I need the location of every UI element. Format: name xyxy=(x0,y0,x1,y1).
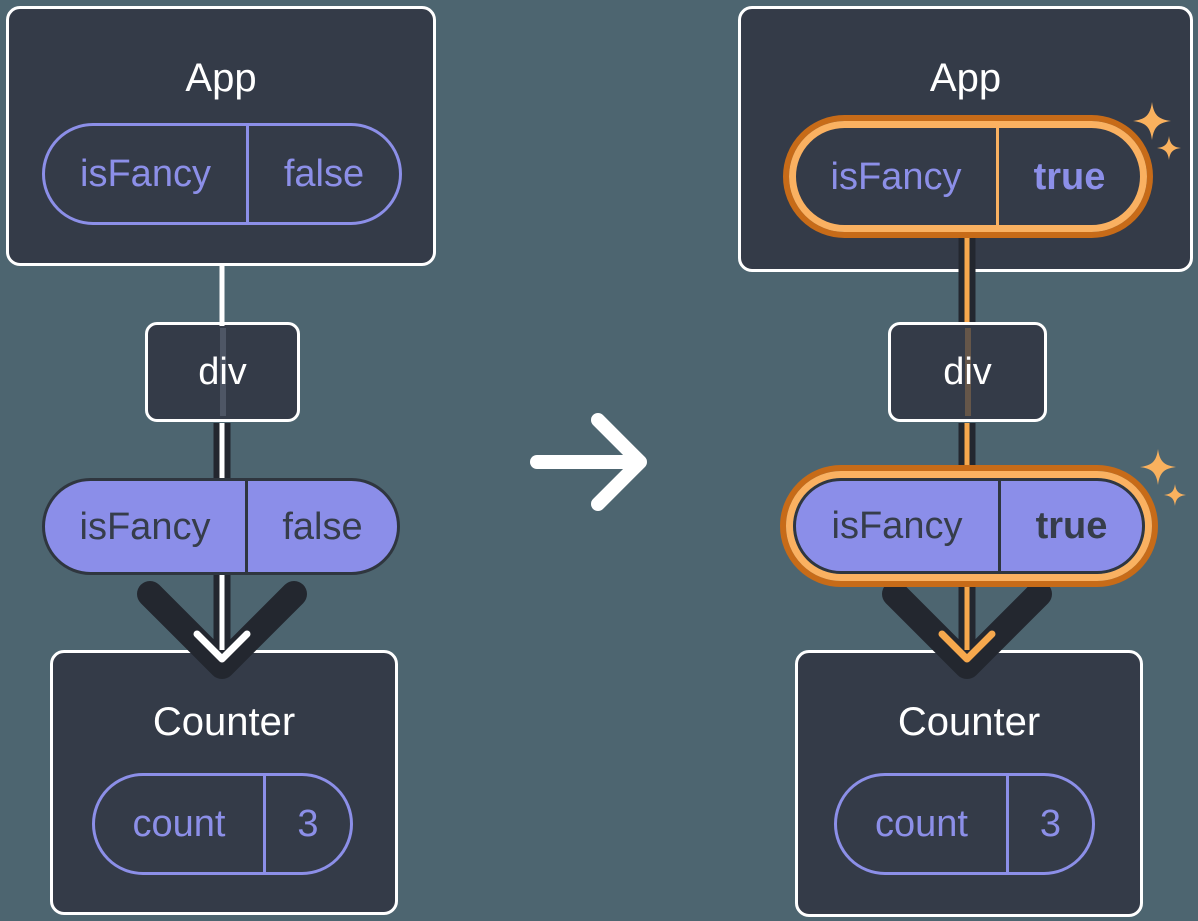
pill-divider xyxy=(996,128,999,225)
div-node: div xyxy=(888,322,1047,422)
div-node: div xyxy=(145,322,300,422)
passed-prop-pill-highlighted: isFancy true xyxy=(780,465,1158,587)
prop-name: isFancy xyxy=(831,505,963,547)
pass-through-line xyxy=(964,328,971,416)
state-name: count xyxy=(132,803,226,845)
tag-name: div xyxy=(198,350,247,393)
sparkle-icon xyxy=(1164,484,1186,506)
pill-divider xyxy=(263,776,266,872)
pill-divider xyxy=(998,481,1001,571)
component-name: App xyxy=(929,56,1002,100)
app-state-pill-highlighted: isFancy true xyxy=(783,115,1153,238)
highlight-ring: isFancy true xyxy=(789,121,1147,232)
pill-divider xyxy=(1006,776,1009,872)
state-value: 3 xyxy=(297,803,319,845)
component-name: App xyxy=(185,56,257,100)
prop-name: isFancy xyxy=(80,153,211,195)
pill-divider xyxy=(245,481,248,572)
pass-through-line xyxy=(219,328,226,416)
component-name: Counter xyxy=(152,700,296,744)
component-name: Counter xyxy=(897,700,1041,744)
counter-state-pill: count 3 xyxy=(834,773,1095,875)
transition-arrow-icon xyxy=(530,413,647,511)
passed-prop-pill: isFancy false xyxy=(42,478,400,575)
counter-state-pill: count 3 xyxy=(92,773,353,875)
pill-divider xyxy=(246,126,249,222)
highlight-ring: isFancy true xyxy=(786,471,1152,581)
app-state-pill: isFancy false xyxy=(42,123,402,225)
sparkle-icon xyxy=(1140,449,1176,485)
passed-prop-pill: isFancy true xyxy=(793,478,1145,574)
prop-name: isFancy xyxy=(830,155,962,198)
prop-value: false xyxy=(283,153,365,195)
tag-name: div xyxy=(943,350,992,393)
state-name: count xyxy=(875,803,968,845)
prop-name: isFancy xyxy=(79,505,211,548)
prop-value: true xyxy=(1035,505,1108,547)
prop-value: false xyxy=(282,505,363,548)
state-value: 3 xyxy=(1039,803,1062,845)
prop-value: true xyxy=(1033,155,1106,198)
